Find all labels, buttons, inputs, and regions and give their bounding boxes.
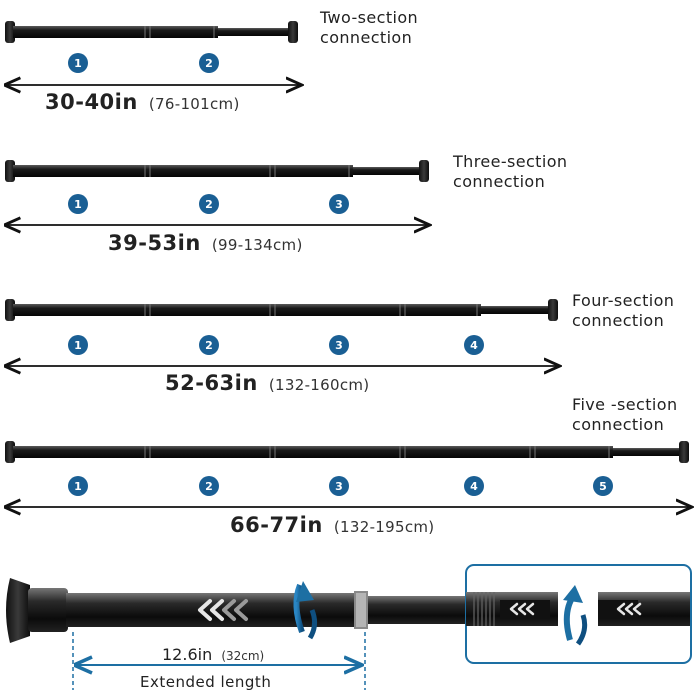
two-section-group: Two-section connection 1 2 30-40in (76-1… [5,8,418,114]
svg-text:4: 4 [470,480,478,493]
svg-text:3: 3 [335,480,343,493]
svg-text:4: 4 [470,339,478,352]
connection-detail-inset [465,564,692,664]
section-label-line2: connection [572,415,664,434]
svg-text:1: 1 [74,480,82,493]
svg-text:1: 1 [74,198,82,211]
section-label-line1: Two-section [319,8,418,27]
badge-1: 1 [68,476,88,496]
svg-text:3: 3 [335,198,343,211]
badge-4: 4 [464,476,484,496]
section-label-line1: Three-section [452,152,567,171]
three-section-group: Three-section connection 1 2 3 39-53in (… [5,152,567,255]
badge-2: 2 [199,53,219,73]
size-range-text: 52-63in (132-160cm) [165,371,369,395]
extension-detail: 12.6in (32cm) Extended length [6,564,692,691]
section-label-line2: connection [320,28,412,47]
svg-text:2: 2 [205,339,213,352]
badge-3: 3 [329,194,349,214]
rod-four-section [5,299,558,321]
badge-5: 5 [593,476,613,496]
rotate-arrow-icon [563,585,588,646]
section-label-line1: Five -section [572,395,677,414]
five-section-group: Five -section connection 1 2 3 [5,395,692,537]
section-label-line1: Four-section [572,291,674,310]
svg-text:2: 2 [205,57,213,70]
svg-text:2: 2 [205,198,213,211]
section-label-line2: connection [453,172,545,191]
svg-text:1: 1 [74,57,82,70]
rod-two-section [5,21,298,43]
badge-2: 2 [199,194,219,214]
rod-end-cap-icon [6,578,68,643]
rod-five-section [5,441,689,463]
svg-text:3: 3 [335,339,343,352]
four-section-group: Four-section connection 1 2 3 4 52-63in … [5,291,674,395]
size-range-text: 30-40in (76-101cm) [45,90,240,114]
badge-1: 1 [68,194,88,214]
badge-3: 3 [329,476,349,496]
size-range-text: 66-77in (132-195cm) [230,513,434,537]
rotate-arrow-icon [293,581,318,640]
svg-text:5: 5 [599,480,607,493]
section-label-line2: connection [572,311,664,330]
extended-length-value: 12.6in (32cm) [162,645,264,664]
extended-length-caption: Extended length [140,673,271,691]
rod-three-section [5,160,429,182]
badge-2: 2 [199,335,219,355]
badge-1: 1 [68,53,88,73]
size-range-text: 39-53in (99-134cm) [108,231,303,255]
badge-1: 1 [68,335,88,355]
badge-3: 3 [329,335,349,355]
badge-4: 4 [464,335,484,355]
svg-text:1: 1 [74,339,82,352]
svg-text:2: 2 [205,480,213,493]
badge-2: 2 [199,476,219,496]
chevron-arrows-icon [198,599,248,621]
